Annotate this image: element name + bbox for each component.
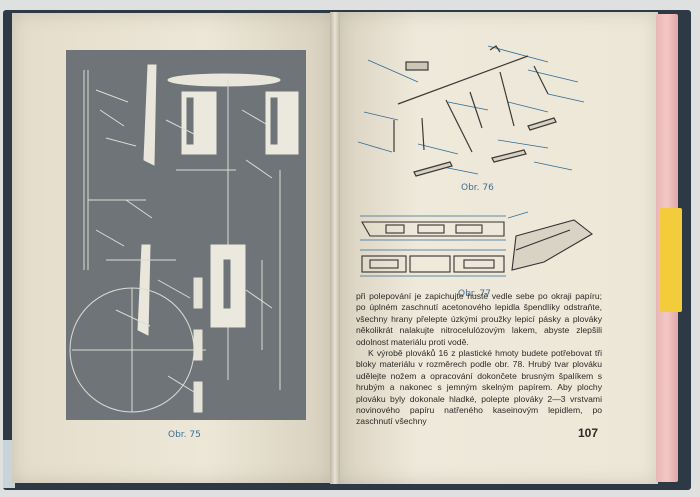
page-number: 107 xyxy=(578,426,599,440)
figure-75-image xyxy=(66,50,306,420)
figure-76-drawing xyxy=(358,45,585,177)
figure-75-drawing xyxy=(69,64,299,413)
figure-75-caption: Obr. 75 xyxy=(168,430,201,440)
book-spine xyxy=(330,12,340,484)
right-page xyxy=(336,12,658,484)
bookmark-tab xyxy=(660,208,682,312)
body-text: při polepování je zapichujte hustě vedle… xyxy=(356,291,602,428)
paragraph-2: K výrobě plováků 16 z plastické hmoty bu… xyxy=(356,348,602,427)
figure-77-drawing xyxy=(360,211,593,277)
paragraph-1: při polepování je zapichujte hustě vedle… xyxy=(356,291,602,347)
figure-76-caption: Obr. 76 xyxy=(461,183,494,193)
figure-77-caption: Obr. 77 xyxy=(458,289,491,299)
